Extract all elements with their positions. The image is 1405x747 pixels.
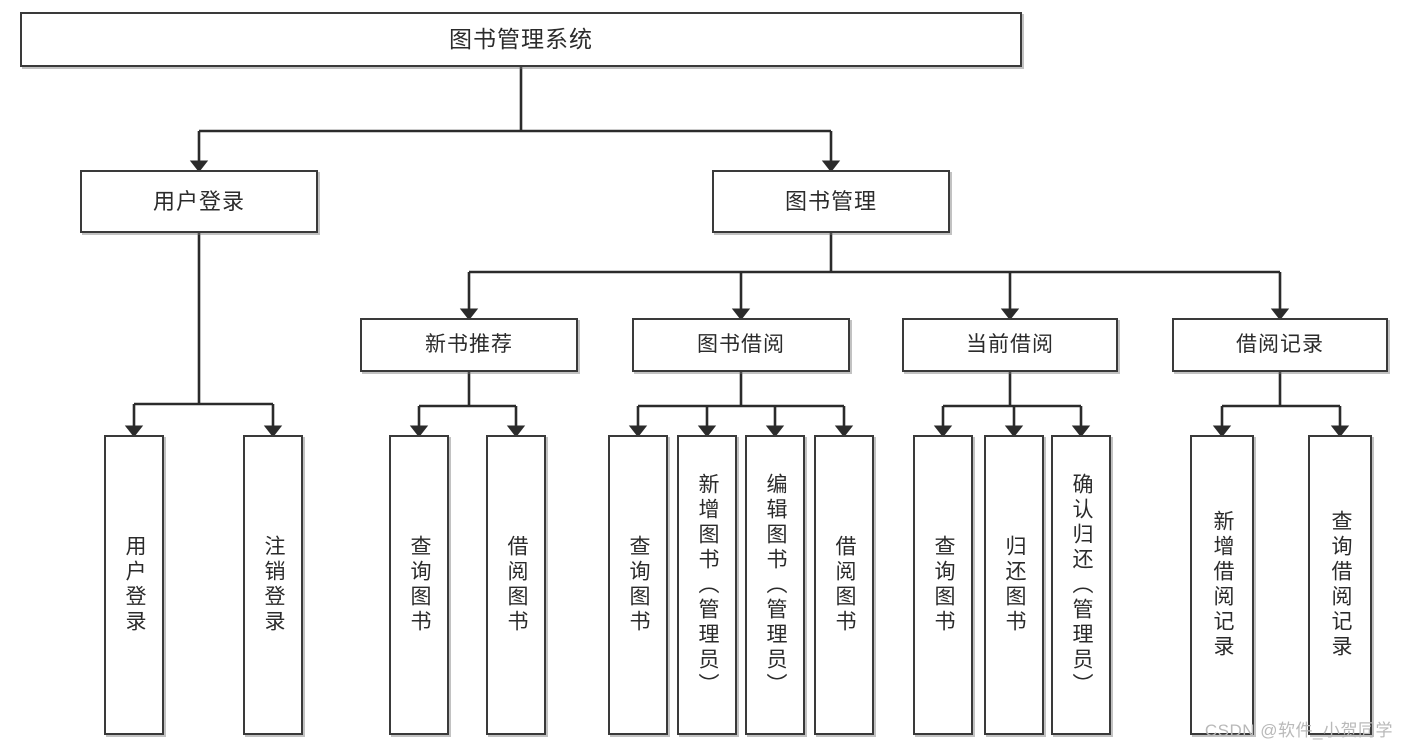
node-leaf-add-book-admin-label: 新增图书（管理员） bbox=[696, 472, 720, 698]
node-book-manage-label: 图书管理 bbox=[784, 188, 877, 214]
node-root-system-label: 图书管理系统 bbox=[449, 26, 593, 53]
node-book-manage[interactable]: 图书管理 bbox=[712, 170, 950, 233]
node-leaf-query-book-current[interactable]: 查询图书 bbox=[913, 435, 973, 735]
watermark-text: CSDN @软件_小贺同学 bbox=[1204, 721, 1393, 740]
node-leaf-query-book-borrow[interactable]: 查询图书 bbox=[608, 435, 668, 735]
node-leaf-logout[interactable]: 注销登录 bbox=[243, 435, 303, 735]
node-leaf-borrow-book[interactable]: 借阅图书 bbox=[814, 435, 874, 735]
node-borrow-record[interactable]: 借阅记录 bbox=[1172, 318, 1388, 372]
node-leaf-query-borrow-record[interactable]: 查询借阅记录 bbox=[1308, 435, 1372, 735]
node-new-book-recommend[interactable]: 新书推荐 bbox=[360, 318, 578, 372]
node-leaf-borrow-book-recommend[interactable]: 借阅图书 bbox=[486, 435, 546, 735]
node-leaf-borrow-book-recommend-label: 借阅图书 bbox=[505, 535, 529, 635]
node-current-borrow-label: 当前借阅 bbox=[966, 332, 1054, 356]
node-book-borrow[interactable]: 图书借阅 bbox=[632, 318, 850, 372]
node-user-login[interactable]: 用户登录 bbox=[80, 170, 318, 233]
node-leaf-user-login-label: 用户登录 bbox=[123, 535, 147, 635]
node-leaf-return-book-label: 归还图书 bbox=[1003, 535, 1027, 635]
node-leaf-edit-book-admin[interactable]: 编辑图书（管理员） bbox=[745, 435, 805, 735]
node-borrow-record-label: 借阅记录 bbox=[1236, 332, 1324, 356]
node-root-system[interactable]: 图书管理系统 bbox=[20, 12, 1022, 67]
node-leaf-query-book-recommend-label: 查询图书 bbox=[408, 535, 432, 635]
node-leaf-borrow-book-label: 借阅图书 bbox=[833, 535, 857, 635]
node-user-login-label: 用户登录 bbox=[152, 188, 245, 214]
node-leaf-query-book-borrow-label: 查询图书 bbox=[627, 535, 651, 635]
node-leaf-query-book-current-label: 查询图书 bbox=[932, 535, 956, 635]
node-leaf-confirm-return-admin[interactable]: 确认归还（管理员） bbox=[1051, 435, 1111, 735]
node-leaf-query-book-recommend[interactable]: 查询图书 bbox=[389, 435, 449, 735]
node-leaf-confirm-return-admin-label: 确认归还（管理员） bbox=[1070, 472, 1094, 698]
node-current-borrow[interactable]: 当前借阅 bbox=[902, 318, 1118, 372]
node-leaf-user-login[interactable]: 用户登录 bbox=[104, 435, 164, 735]
node-leaf-add-borrow-record[interactable]: 新增借阅记录 bbox=[1190, 435, 1254, 735]
node-leaf-logout-label: 注销登录 bbox=[262, 535, 286, 635]
node-book-borrow-label: 图书借阅 bbox=[697, 332, 785, 356]
node-leaf-query-borrow-record-label: 查询借阅记录 bbox=[1329, 510, 1353, 660]
node-leaf-add-borrow-record-label: 新增借阅记录 bbox=[1211, 510, 1235, 660]
node-new-book-recommend-label: 新书推荐 bbox=[425, 332, 513, 356]
node-leaf-return-book[interactable]: 归还图书 bbox=[984, 435, 1044, 735]
node-leaf-edit-book-admin-label: 编辑图书（管理员） bbox=[764, 472, 788, 698]
node-leaf-add-book-admin[interactable]: 新增图书（管理员） bbox=[677, 435, 737, 735]
